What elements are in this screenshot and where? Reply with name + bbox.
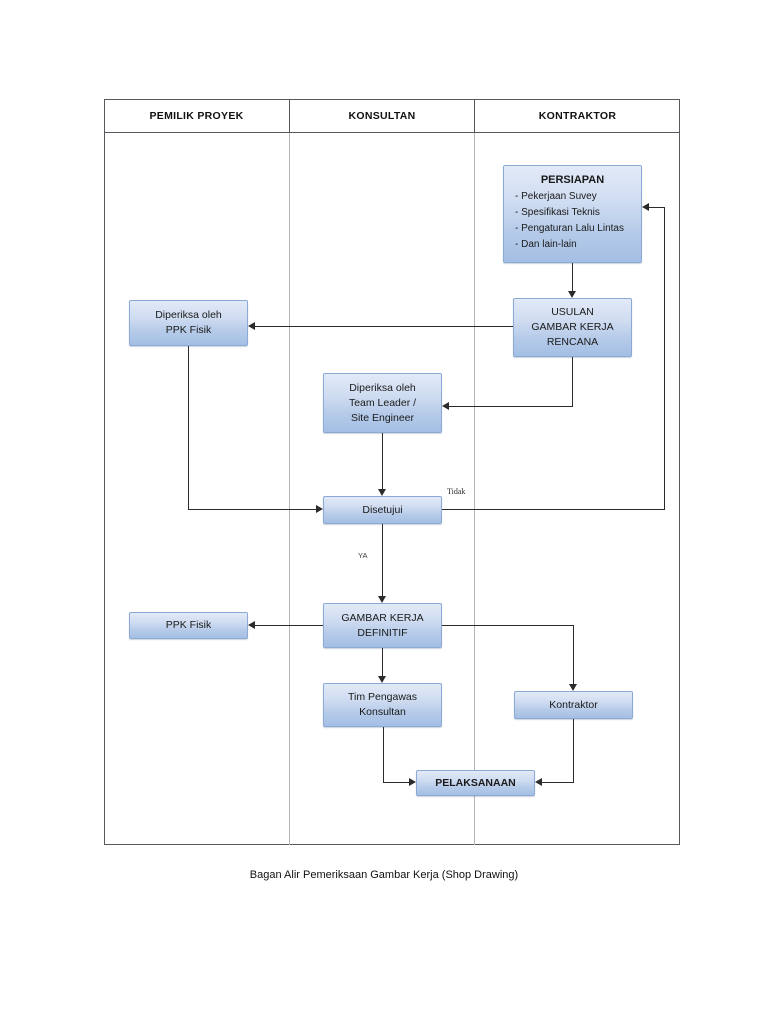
edge-ya-vertical (382, 524, 384, 596)
lane-divider-header-1 (289, 99, 291, 133)
edge-kontraktor-to-pelaksanaan-arrow (535, 778, 542, 786)
edge-usulan-to-tl-horizontal (449, 406, 573, 408)
lane-divider-2 (474, 133, 475, 845)
node-diperiksa-tl-line-2: Team Leader / (348, 396, 417, 409)
node-ppk-fisik-label: PPK Fisik (165, 619, 212, 631)
node-persiapan-title: PERSIAPAN (540, 174, 605, 186)
edge-kontraktor-to-pelaksanaan-horizontal (542, 782, 574, 784)
edge-usulan-to-ppk-arrow (248, 321, 255, 330)
edge-usulan-to-ppk-line (255, 326, 513, 328)
edge-usulan-to-tl-vertical (572, 357, 574, 407)
node-persiapan-bullet-3: - Pengaturan Lalu Lintas (515, 223, 624, 234)
node-usulan-line-3: RENCANA (546, 336, 599, 348)
swimlane-header-band (104, 99, 680, 133)
lane-title-konsultan: KONSULTAN (348, 110, 416, 122)
edge-persiapan-to-usulan-arrow (568, 291, 576, 298)
edge-definitif-to-ppkfisik-line (255, 625, 323, 627)
lane-title-kontraktor: KONTRAKTOR (538, 110, 617, 122)
node-disetujui-label: Disetujui (362, 503, 403, 516)
edge-tidak-to-persiapan-arrow (642, 202, 649, 211)
edge-tim-to-pelaksanaan-vertical (383, 727, 385, 783)
edge-definitif-to-kontraktor-vertical (573, 625, 575, 684)
node-diperiksa-tl-line-3: Site Engineer (350, 411, 415, 424)
node-diperiksa-oleh-team-leader[interactable]: Diperiksa oleh Team Leader / Site Engine… (323, 373, 442, 433)
node-disetujui[interactable]: Disetujui (323, 496, 442, 524)
edge-tidak-horizontal-bottom (442, 509, 665, 511)
node-tim-pengawas-line-2: Konsultan (359, 706, 406, 718)
edge-ya-arrow (378, 596, 386, 603)
edge-label-tidak: Tidak (447, 487, 466, 496)
node-usulan-line-1: USULAN (551, 306, 594, 318)
edge-definitif-to-tim-line (382, 648, 384, 676)
diagram-caption: Bagan Alir Pemeriksaan Gambar Kerja (Sho… (249, 869, 519, 881)
edge-definitif-to-kontraktor-arrow (569, 684, 577, 691)
node-gambar-kerja-definitif[interactable]: GAMBAR KERJA DEFINITIF (323, 603, 442, 648)
edge-ppk-to-disetujui-arrow (316, 505, 323, 513)
edge-usulan-to-tl-arrow (442, 401, 449, 410)
node-persiapan-bullets: - Pekerjaan Suvey - Spesifikasi Teknis -… (504, 189, 624, 253)
node-diperiksa-ppk-line-2: PPK Fisik (165, 324, 212, 336)
edge-tim-to-pelaksanaan-horizontal (383, 782, 409, 784)
edge-ppk-to-disetujui-vertical (188, 346, 190, 510)
node-pelaksanaan[interactable]: PELAKSANAAN (416, 770, 535, 796)
edge-label-ya: YA (358, 551, 368, 560)
edge-definitif-to-tim-arrow (378, 676, 386, 683)
node-persiapan-bullet-2: - Spesifikasi Teknis (515, 207, 600, 218)
lane-divider-header-2 (474, 99, 476, 133)
node-ppk-fisik[interactable]: PPK Fisik (129, 612, 248, 639)
node-gambar-definitif-line-1: GAMBAR KERJA (341, 611, 424, 624)
edge-tidak-horizontal-top (649, 207, 665, 209)
edge-definitif-to-ppkfisik-arrow (248, 620, 255, 629)
node-kontraktor[interactable]: Kontraktor (514, 691, 633, 719)
edge-tl-to-disetujui-line (382, 433, 384, 489)
node-kontraktor-label: Kontraktor (549, 698, 598, 711)
lane-divider-1 (289, 133, 290, 845)
node-diperiksa-tl-line-1: Diperiksa oleh (349, 381, 416, 394)
edge-kontraktor-to-pelaksanaan-vertical (573, 719, 575, 783)
node-tim-pengawas-line-1: Tim Pengawas (347, 691, 418, 703)
lane-title-pemilik-proyek: PEMILIK PROYEK (149, 110, 244, 122)
node-diperiksa-oleh-ppk-fisik[interactable]: Diperiksa oleh PPK Fisik (129, 300, 248, 346)
node-usulan-line-2: GAMBAR KERJA (531, 321, 614, 333)
node-diperiksa-ppk-line-1: Diperiksa oleh (155, 309, 222, 321)
edge-tim-to-pelaksanaan-arrow (409, 778, 416, 786)
edge-tidak-vertical (664, 207, 666, 510)
edge-ppk-to-disetujui-horizontal (188, 509, 316, 511)
edge-persiapan-to-usulan-line (572, 263, 574, 291)
node-persiapan-bullet-4: - Dan lain-lain (515, 239, 577, 250)
node-tim-pengawas-konsultan[interactable]: Tim Pengawas Konsultan (323, 683, 442, 727)
node-persiapan[interactable]: PERSIAPAN - Pekerjaan Suvey - Spesifikas… (503, 165, 642, 263)
node-usulan-gambar-kerja-rencana[interactable]: USULAN GAMBAR KERJA RENCANA (513, 298, 632, 357)
edge-tl-to-disetujui-arrow (378, 489, 386, 496)
node-persiapan-bullet-1: - Pekerjaan Suvey (515, 191, 597, 202)
edge-definitif-to-kontraktor-horizontal (442, 625, 574, 627)
node-gambar-definitif-line-2: DEFINITIF (357, 626, 408, 639)
node-pelaksanaan-label: PELAKSANAAN (435, 776, 516, 789)
